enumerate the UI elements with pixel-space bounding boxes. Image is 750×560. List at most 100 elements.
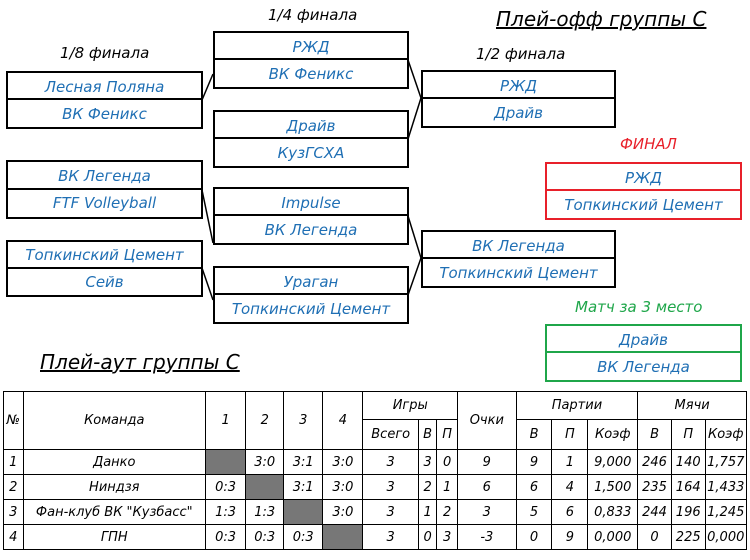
team-slot: Ураган — [283, 272, 339, 291]
cell-result: 3:0 — [245, 449, 285, 475]
connector-qf1-sf1 — [407, 59, 422, 99]
header-games-lost: П — [436, 419, 458, 450]
cell-num: 3 — [3, 499, 24, 525]
cell-self — [322, 524, 364, 550]
team-slot: ВК Феникс — [8, 98, 201, 127]
connector-qf2-sf1 — [407, 97, 422, 140]
team-slot: КузГСХА — [215, 137, 407, 166]
table-row: 2 Ниндзя 0:3 3:1 3:0 3 2 1 6 6 4 1,500 2… — [3, 474, 748, 500]
cell-team: Фан-клуб ВК "Кузбасс" — [22, 499, 207, 525]
header-sets: Партии — [515, 391, 639, 420]
team-slot: ВК Легенда — [58, 166, 151, 185]
header-opponent-1: 1 — [205, 391, 247, 450]
cell-balls-won: 0 — [637, 524, 672, 550]
round-label-qf: 1/4 финала — [268, 6, 358, 24]
cell-games-total: 3 — [362, 449, 419, 475]
cell-sets-won: 6 — [515, 474, 553, 500]
header-balls-lost: П — [670, 419, 706, 450]
playout-title: Плей-аут группы С — [40, 350, 240, 374]
team-slot: ВК Легенда — [547, 351, 740, 380]
team-slot: Драйв — [286, 116, 336, 135]
header-sets-ratio: Коэф — [587, 419, 639, 450]
cell-balls-ratio: 1,245 — [704, 499, 748, 525]
cell-balls-ratio: 1,757 — [704, 449, 748, 475]
header-team: Команда — [22, 391, 207, 450]
cell-sets-ratio: 0,000 — [587, 524, 639, 550]
match-qf-3: Impulse ВК Легенда — [213, 187, 409, 245]
connector-qf3-sf2 — [407, 215, 422, 259]
cell-sets-won: 5 — [515, 499, 553, 525]
cell-num: 1 — [3, 449, 24, 475]
match-final: РЖД Топкинский Цемент — [545, 162, 742, 220]
cell-result: 3:1 — [283, 474, 324, 500]
header-opponent-2: 2 — [245, 391, 285, 450]
connector-r16c-qf4 — [201, 267, 214, 301]
cell-balls-ratio: 1,433 — [704, 474, 748, 500]
header-opponent-3: 3 — [283, 391, 324, 450]
table-row: 1 Данко 3:0 3:1 3:0 3 3 0 9 9 1 9,000 24… — [3, 449, 748, 475]
cell-games-lost: 0 — [436, 449, 458, 475]
cell-result: 3:1 — [283, 449, 324, 475]
team-slot: Топкинский Цемент — [25, 246, 184, 265]
cell-team: Ниндзя — [22, 474, 207, 500]
cell-games-lost: 2 — [436, 499, 458, 525]
team-slot: ВК Феникс — [215, 58, 407, 87]
cell-games-won: 2 — [417, 474, 438, 500]
cell-self — [245, 474, 285, 500]
cell-balls-lost: 225 — [670, 524, 706, 550]
bracket-connectors — [201, 59, 422, 301]
cell-result: 3:0 — [322, 449, 364, 475]
cell-result: 3:0 — [322, 499, 364, 525]
team-slot: РЖД — [625, 168, 662, 187]
cell-games-won: 1 — [417, 499, 438, 525]
cell-points: 6 — [456, 474, 517, 500]
team-slot: Impulse — [281, 193, 341, 212]
header-sets-lost: П — [551, 419, 589, 450]
connector-r16b-qf3 — [201, 189, 214, 244]
team-slot: ВК Легенда — [472, 236, 565, 255]
team-slot: Драйв — [618, 330, 669, 349]
team-slot: Лесная Поляна — [44, 77, 165, 96]
cell-sets-ratio: 1,500 — [587, 474, 639, 500]
cell-result: 0:3 — [205, 524, 247, 550]
match-sf-1: РЖД Драйв — [421, 70, 616, 128]
cell-balls-won: 235 — [637, 474, 672, 500]
team-slot: Топкинский Цемент — [423, 257, 614, 286]
cell-sets-ratio: 9,000 — [587, 449, 639, 475]
match-qf-2: Драйв КузГСХА — [213, 110, 409, 168]
match-r16-3: Топкинский Цемент Сейв — [6, 240, 203, 297]
round-label-r16: 1/8 финала — [60, 44, 150, 62]
cell-balls-won: 246 — [637, 449, 672, 475]
cell-games-total: 3 — [362, 524, 419, 550]
cell-points: -3 — [456, 524, 517, 550]
cell-result: 1:3 — [245, 499, 285, 525]
team-slot: Топкинский Цемент — [547, 189, 740, 218]
team-slot: Драйв — [423, 97, 614, 126]
match-r16-2: ВК Легенда FTF Volleyball — [6, 160, 203, 219]
match-qf-4: Ураган Топкинский Цемент — [213, 266, 409, 324]
cell-team: Данко — [22, 449, 207, 475]
match-qf-1: РЖД ВК Феникс — [213, 31, 409, 89]
team-slot: ВК Легенда — [215, 214, 407, 243]
cell-sets-won: 9 — [515, 449, 553, 475]
header-sets-won: В — [515, 419, 553, 450]
team-slot: РЖД — [500, 76, 537, 95]
cell-sets-lost: 9 — [551, 524, 589, 550]
cell-balls-won: 244 — [637, 499, 672, 525]
cell-result: 0:3 — [245, 524, 285, 550]
table-row: 4 ГПН 0:3 0:3 0:3 3 0 3 -3 0 9 0,000 0 2… — [3, 524, 748, 550]
cell-games-total: 3 — [362, 499, 419, 525]
cell-games-lost: 3 — [436, 524, 458, 550]
header-points: Очки — [456, 391, 517, 450]
header-num: № — [3, 391, 24, 450]
cell-result: 3:0 — [322, 474, 364, 500]
standings-table: № Команда 1 2 3 4 Игры Очки Партии Мячи … — [3, 391, 748, 550]
cell-balls-lost: 140 — [670, 449, 706, 475]
playoff-title: Плей-офф группы С — [496, 7, 707, 31]
cell-points: 9 — [456, 449, 517, 475]
header-games-won: В — [417, 419, 438, 450]
team-slot: Топкинский Цемент — [215, 293, 407, 322]
table-row: 3 Фан-клуб ВК "Кузбасс" 1:3 1:3 3:0 3 1 … — [3, 499, 748, 525]
cell-points: 3 — [456, 499, 517, 525]
header-games-total: Всего — [362, 419, 419, 450]
